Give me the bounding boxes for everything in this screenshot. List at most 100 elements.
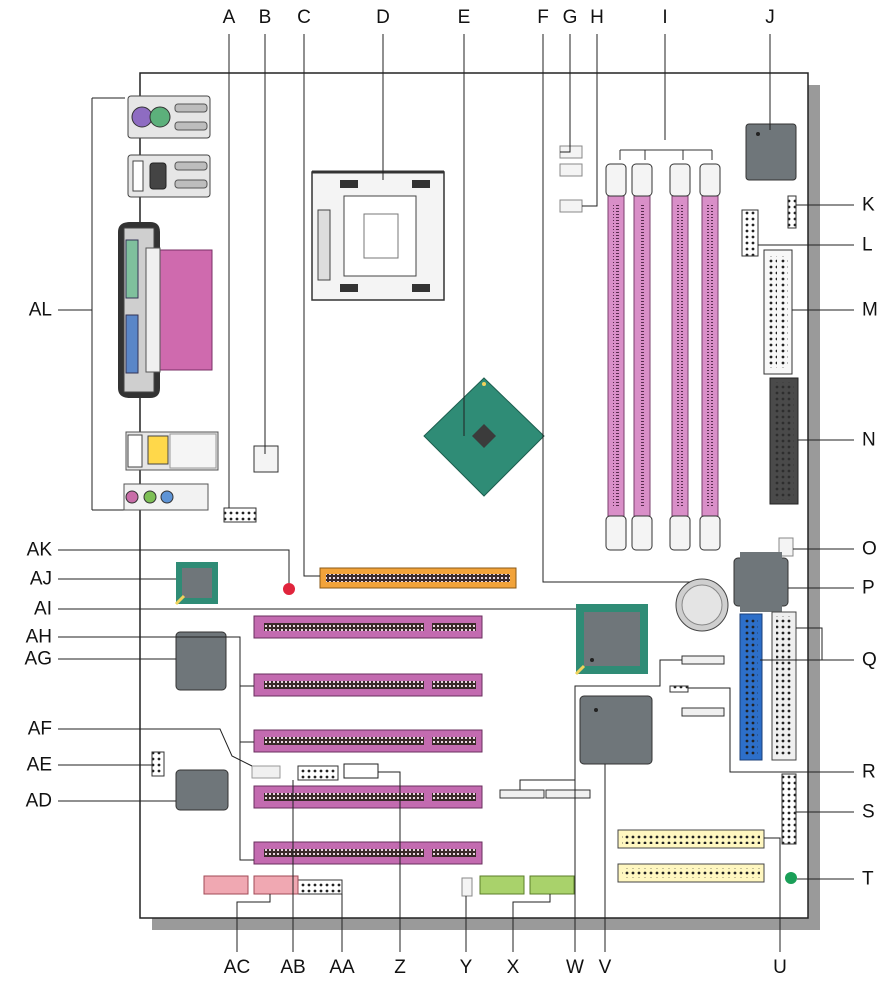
callout-v: V — [598, 957, 612, 978]
pci-slot-1 — [253, 615, 483, 639]
header-ac-2 — [253, 875, 299, 895]
header-ae — [151, 751, 165, 777]
leader-line — [512, 894, 551, 952]
audio-jacks — [123, 483, 209, 511]
connector-af — [251, 765, 281, 779]
atx-power — [763, 249, 793, 375]
callout-s: S — [862, 801, 875, 823]
callout-ai: AI — [34, 598, 52, 620]
board-outline — [139, 72, 809, 919]
super-io-chip — [733, 552, 789, 612]
fan-header-y — [461, 877, 473, 897]
callout-k: K — [862, 194, 875, 216]
ide-connectors — [739, 611, 797, 761]
callout-q: Q — [862, 649, 877, 671]
agp-slot — [319, 567, 517, 589]
pci-slots — [253, 615, 483, 865]
callout-a: A — [222, 7, 236, 28]
pci-slot-5 — [253, 841, 483, 865]
callout-ag: AG — [24, 648, 52, 670]
callout-aj: AJ — [29, 568, 52, 590]
callout-b: B — [258, 7, 272, 28]
callout-aa: AA — [329, 957, 355, 978]
callout-w: W — [566, 957, 584, 978]
fan-headers-top — [559, 145, 583, 213]
callout-g: G — [562, 7, 578, 28]
aux-power-b — [253, 445, 279, 473]
callout-m: M — [862, 299, 878, 321]
callout-d: D — [376, 7, 390, 28]
header-k — [787, 195, 797, 229]
callout-r: R — [862, 761, 876, 783]
connector-z — [343, 763, 379, 779]
leader-line — [560, 34, 571, 153]
callout-ae: AE — [26, 754, 52, 776]
callout-j: J — [765, 7, 775, 28]
dimm-slot-2 — [631, 163, 653, 551]
leader-line — [58, 549, 290, 583]
pci-slot-2 — [253, 673, 483, 697]
callout-i: I — [662, 7, 668, 28]
leader-line — [58, 728, 253, 767]
leader-line — [58, 636, 254, 861]
callout-ab: AB — [280, 957, 306, 978]
leader-line — [378, 771, 401, 952]
dimm-slot-1 — [605, 163, 627, 551]
leader-line — [764, 837, 781, 952]
lan-port — [125, 431, 219, 471]
header-l — [741, 209, 759, 257]
chip-ag — [175, 631, 227, 691]
callout-e: E — [457, 7, 471, 28]
leader-line — [236, 894, 271, 952]
ich-chipset — [574, 604, 648, 676]
callout-ad: AD — [25, 790, 52, 812]
callout-o: O — [862, 538, 877, 560]
callout-ak: AK — [26, 539, 52, 561]
header-ab — [297, 765, 339, 781]
floppy-connector — [769, 377, 799, 505]
ide-yellow-connectors — [617, 829, 765, 883]
leader-line — [542, 34, 690, 583]
callout-ac: AC — [223, 957, 251, 978]
callout-n: N — [862, 429, 876, 451]
callout-c: C — [297, 7, 311, 28]
rear-io-bracket — [58, 97, 125, 511]
chip-ad — [175, 769, 229, 811]
dimm-slots — [605, 163, 721, 551]
dimm-bracket — [619, 149, 713, 160]
header-a — [223, 507, 257, 523]
callout-al: AL — [28, 299, 52, 321]
leader-line — [582, 34, 598, 207]
cpu-socket — [311, 170, 445, 301]
leader-line — [688, 687, 854, 773]
chip-v — [579, 695, 653, 765]
callout-l: L — [862, 234, 873, 256]
pci-slot-3 — [253, 729, 483, 753]
usb-ports — [127, 154, 211, 198]
leader-line — [519, 779, 575, 790]
header-x-1 — [479, 875, 525, 895]
battery — [675, 578, 729, 632]
mch-chipset — [423, 377, 545, 497]
led-ak — [283, 583, 295, 595]
dimm-slot-4 — [699, 163, 721, 551]
callout-f: F — [537, 7, 549, 28]
callout-p: P — [862, 577, 875, 599]
callout-u: U — [773, 957, 787, 978]
chip-aj — [174, 562, 218, 606]
firmware-hub — [745, 123, 797, 181]
standby-led — [785, 872, 797, 884]
dimm-slot-3 — [669, 163, 691, 551]
leader-line — [303, 34, 320, 577]
callout-ah: AH — [25, 626, 52, 648]
fan-header-o — [778, 537, 794, 557]
ps2-ports — [127, 95, 211, 139]
callout-t: T — [862, 868, 874, 890]
callout-z: Z — [394, 957, 406, 978]
parallel-serial-ports — [118, 222, 213, 398]
callout-h: H — [590, 7, 604, 28]
header-x-2 — [529, 875, 575, 895]
callout-x: X — [506, 957, 520, 978]
